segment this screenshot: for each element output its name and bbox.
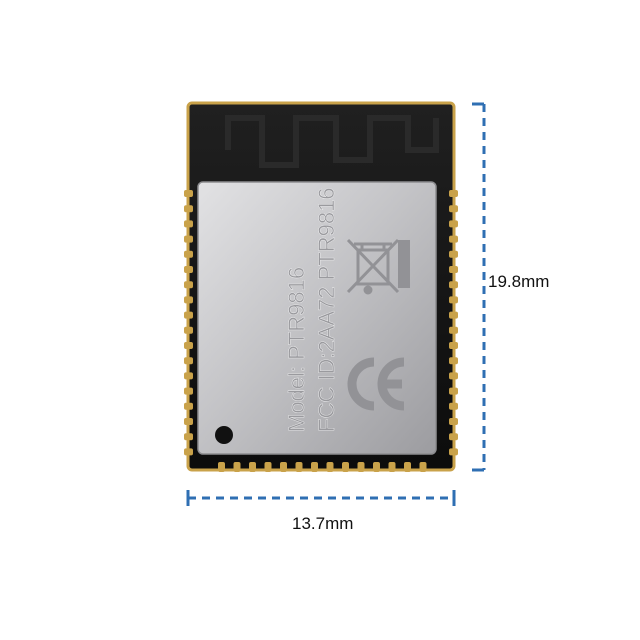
castellated-pad (449, 387, 458, 395)
pin1-marker (215, 426, 233, 444)
castellated-pad (184, 220, 193, 228)
castellated-pad (184, 190, 193, 197)
castellated-pad (280, 462, 287, 472)
castellated-pad (264, 462, 272, 472)
ce-mark-icon (347, 357, 405, 411)
castellated-pad (249, 462, 256, 472)
height-label: 19.8mm (488, 272, 550, 291)
castellated-pad (184, 342, 193, 349)
castellated-pad (311, 462, 318, 472)
castellated-pad (404, 462, 411, 472)
pads-bottom (218, 462, 427, 472)
castellated-pad (449, 448, 458, 456)
castellated-pad (184, 433, 193, 441)
castellated-pad (184, 296, 193, 304)
castellated-pad (449, 235, 458, 243)
castellated-pad (184, 357, 193, 365)
castellated-pad (357, 462, 365, 472)
castellated-pad (388, 462, 396, 472)
castellated-pad (184, 418, 193, 425)
bin-bar (398, 240, 410, 288)
castellated-pad (326, 462, 334, 472)
pads-left (184, 190, 193, 456)
castellated-pad (184, 250, 193, 258)
castellated-pad (184, 281, 193, 289)
castellated-pad (449, 250, 458, 258)
castellated-pad (295, 462, 303, 472)
castellated-pad (184, 235, 193, 243)
castellated-pad (449, 418, 458, 425)
pads-right (449, 190, 458, 456)
castellated-pad (449, 311, 458, 319)
castellated-pad (449, 433, 458, 441)
castellated-pad (449, 342, 458, 349)
castellated-pad (184, 387, 193, 395)
castellated-pad (218, 462, 225, 472)
castellated-pad (342, 462, 349, 472)
width-dimension (186, 490, 456, 506)
castellated-pad (184, 326, 193, 334)
height-dimension (472, 102, 486, 472)
castellated-pad (449, 372, 458, 380)
castellated-pad (184, 205, 193, 213)
castellated-pad (419, 462, 427, 472)
castellated-pad (449, 281, 458, 289)
castellated-pad (449, 266, 458, 273)
fcc-id-text: FCC ID:2AA72 PTR9816 (314, 187, 339, 432)
castellated-pad (184, 266, 193, 273)
castellated-pad (449, 402, 458, 410)
castellated-pad (184, 311, 193, 319)
model-text: Model: PTR9816 (284, 267, 309, 432)
antenna-trace (225, 115, 439, 168)
castellated-pad (373, 462, 380, 472)
castellated-pad (449, 296, 458, 304)
castellated-pad (449, 357, 458, 365)
castellated-pad (449, 190, 458, 197)
width-label: 13.7mm (292, 514, 354, 533)
castellated-pad (184, 372, 193, 380)
castellated-pad (449, 205, 458, 213)
castellated-pad (449, 220, 458, 228)
castellated-pad (184, 448, 193, 456)
castellated-pad (449, 326, 458, 334)
castellated-pad (184, 402, 193, 410)
crossed-bin-icon (346, 238, 400, 295)
castellated-pad (233, 462, 241, 472)
